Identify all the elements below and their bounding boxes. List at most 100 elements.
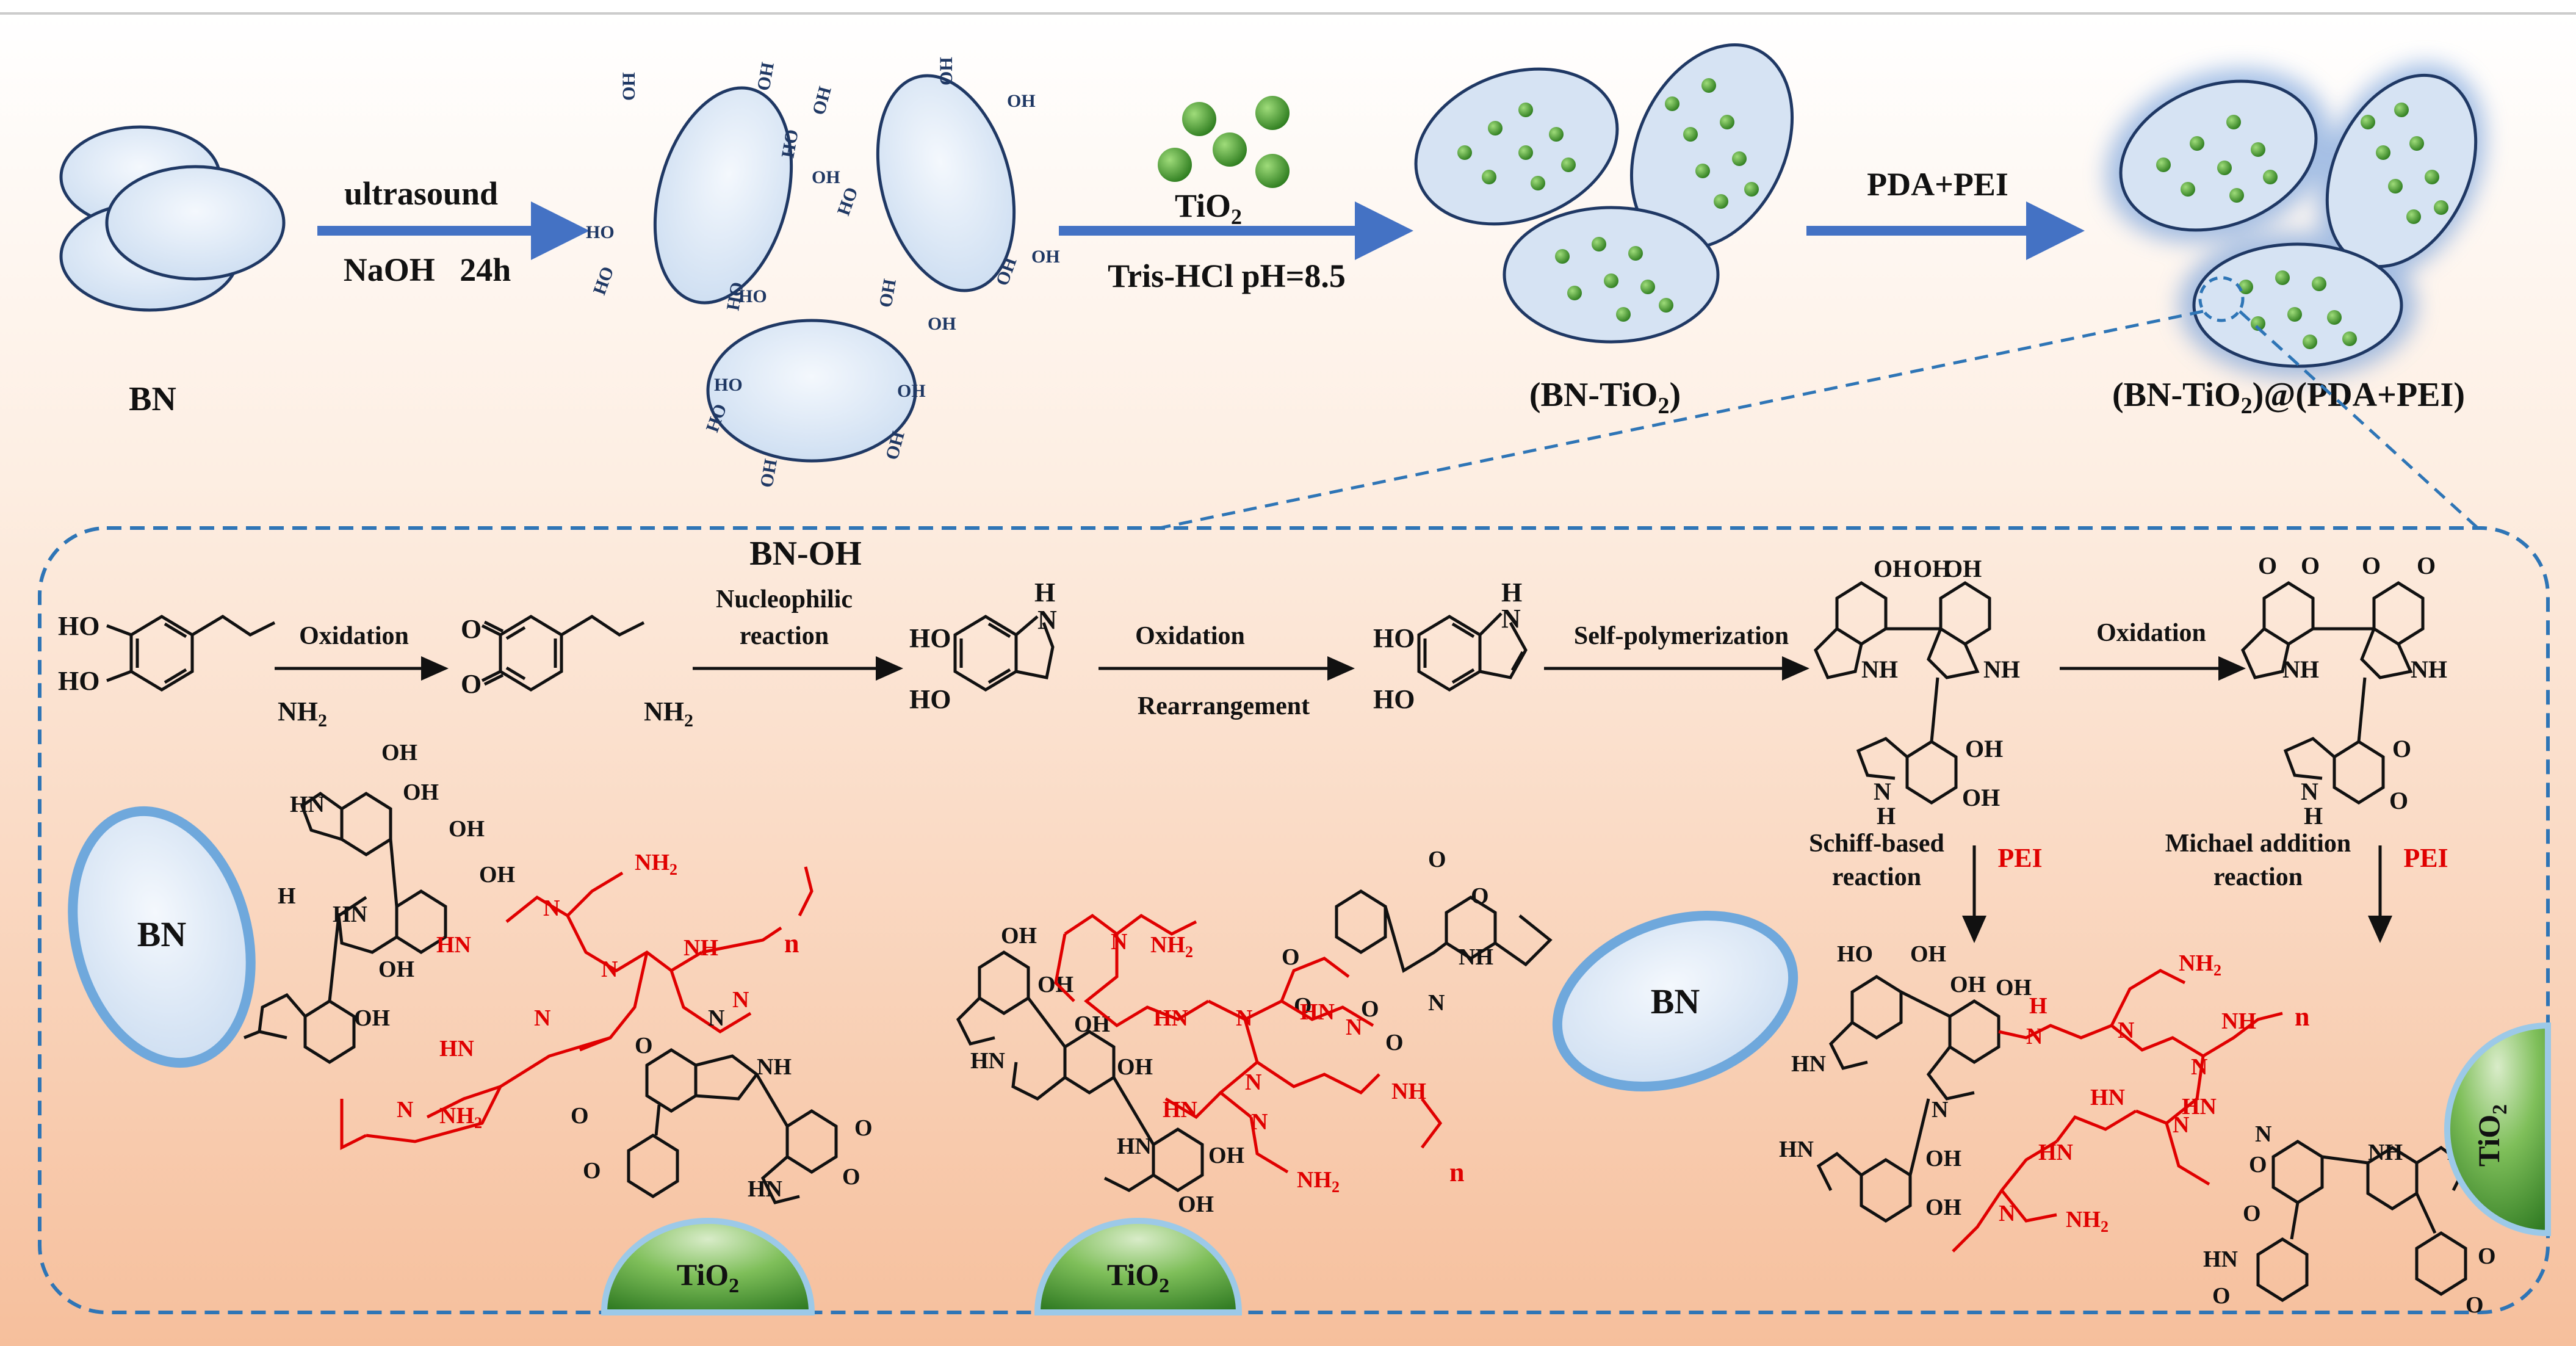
svg-text:OH: OH xyxy=(1874,555,1911,582)
svg-text:O: O xyxy=(635,1033,653,1058)
right-polymer-labels: HO OH OH OH HN N OH OH HN xyxy=(1779,941,2032,1220)
right-quinone-labels: N O O NH HN O H N O O xyxy=(2203,1115,2496,1318)
svg-text:O: O xyxy=(2478,1243,2496,1269)
svg-text:HN: HN xyxy=(2090,1085,2125,1110)
svg-text:HN: HN xyxy=(436,932,471,958)
bn-particle-left-label: BN xyxy=(137,914,187,954)
right-repeat-n: n xyxy=(2295,1002,2309,1032)
right-pei-chains xyxy=(1952,969,2283,1253)
svg-text:O: O xyxy=(2243,1201,2261,1226)
svg-text:N: N xyxy=(1999,1201,2015,1226)
pda-trimer-quinone-labels: O O O O NH NH O O N H xyxy=(2258,552,2447,830)
svg-text:OH: OH xyxy=(354,1005,390,1031)
svg-text:OH: OH xyxy=(1031,247,1060,267)
svg-text:O: O xyxy=(854,1115,873,1141)
svg-text:NH: NH xyxy=(1983,656,2020,683)
svg-text:N: N xyxy=(1251,1109,1268,1135)
svg-text:O: O xyxy=(461,669,482,699)
svg-text:HN: HN xyxy=(1153,1005,1188,1031)
svg-text:OH: OH xyxy=(1925,1146,1961,1171)
svg-text:NH2: NH2 xyxy=(644,697,693,731)
svg-text:N: N xyxy=(2118,1018,2134,1043)
svg-text:HO: HO xyxy=(1373,684,1415,714)
svg-text:NH: NH xyxy=(684,935,718,961)
svg-text:O: O xyxy=(842,1164,860,1190)
svg-text:O: O xyxy=(2249,1152,2267,1178)
svg-text:OH: OH xyxy=(875,278,900,309)
svg-text:OH: OH xyxy=(1001,923,1037,949)
step-oxidation-3: Oxidation xyxy=(2096,619,2206,647)
svg-text:N: N xyxy=(1346,1015,1362,1040)
svg-text:HO: HO xyxy=(1837,941,1873,967)
pda-trimer-hydroxyl-labels: OH OH OH NH NH OH OH N H xyxy=(1861,555,2020,830)
label-tris: Tris-HCl pH=8.5 xyxy=(1108,258,1346,294)
svg-text:O: O xyxy=(2301,552,2320,579)
svg-text:HN: HN xyxy=(1791,1051,1826,1077)
step-self-polymerization: Self-polymerization xyxy=(1574,622,1789,650)
svg-text:HO: HO xyxy=(58,611,99,641)
svg-text:O: O xyxy=(2392,735,2411,762)
svg-text:OH: OH xyxy=(897,381,926,401)
right-pei-labels: H N N NH2 NH N HN N HN N NH2 HN xyxy=(1999,950,2256,1236)
svg-text:HO: HO xyxy=(714,375,743,395)
right-polymer-structure xyxy=(1816,975,2001,1223)
svg-text:NH2: NH2 xyxy=(2179,950,2221,979)
svg-text:NH2: NH2 xyxy=(635,850,677,878)
svg-text:O: O xyxy=(1361,996,1379,1022)
svg-text:N: N xyxy=(397,1097,413,1123)
svg-text:HN: HN xyxy=(439,1036,474,1062)
svg-text:OH: OH xyxy=(1944,555,1982,582)
svg-text:O: O xyxy=(1282,944,1300,970)
svg-text:NH: NH xyxy=(2221,1008,2256,1034)
svg-text:H: H xyxy=(1877,802,1896,830)
svg-text:OH: OH xyxy=(1965,735,2003,762)
label-final-product: (BN-TiO2)@(PDA+PEI) xyxy=(2112,376,2465,419)
svg-text:H: H xyxy=(1034,577,1055,607)
label-bn-oh: BN-OH xyxy=(749,535,862,573)
svg-text:O: O xyxy=(1471,883,1489,909)
svg-text:HN: HN xyxy=(1163,1097,1197,1123)
tio2-particle-2-label: TiO2 xyxy=(1107,1257,1169,1297)
svg-text:HO: HO xyxy=(909,623,951,653)
svg-text:NH: NH xyxy=(1861,656,1898,683)
svg-text:OH: OH xyxy=(1913,555,1951,582)
left-quinone-labels: O N NH O O O O HN xyxy=(571,1005,873,1202)
svg-text:HN: HN xyxy=(290,792,325,817)
bn-tio2-dots xyxy=(1457,78,1759,322)
svg-text:OH: OH xyxy=(378,957,414,982)
svg-text:HN: HN xyxy=(2038,1140,2073,1165)
svg-text:N: N xyxy=(1501,604,1521,634)
svg-text:HN: HN xyxy=(2182,1094,2217,1120)
svg-text:O: O xyxy=(1385,1030,1404,1055)
svg-text:OH: OH xyxy=(619,72,639,101)
svg-text:O: O xyxy=(2389,787,2408,814)
mechanism-structures xyxy=(106,612,1528,692)
tio2-particle-3 xyxy=(2444,1022,2551,1237)
pda-trimer-quinone xyxy=(2241,581,2425,805)
svg-text:NH2: NH2 xyxy=(439,1103,482,1132)
tio2-particle-2 xyxy=(1034,1218,1243,1315)
svg-text:OH: OH xyxy=(1910,941,1946,967)
svg-text:OH: OH xyxy=(936,57,956,85)
svg-text:NH: NH xyxy=(2282,656,2319,683)
svg-text:N: N xyxy=(1037,605,1057,635)
middle-pei-chains xyxy=(1054,913,1443,1174)
svg-text:NH2: NH2 xyxy=(1150,932,1193,961)
step-oxidation-1: Oxidation xyxy=(299,622,409,650)
svg-text:OH: OH xyxy=(812,167,840,187)
svg-text:OH: OH xyxy=(928,314,956,334)
label-bn: BN xyxy=(129,380,176,418)
label-tio2-reagent: TiO2 xyxy=(1175,187,1242,229)
svg-text:HN: HN xyxy=(1117,1134,1152,1159)
mechanism-box xyxy=(38,526,2550,1314)
svg-text:OH: OH xyxy=(1007,91,1036,111)
svg-text:OH: OH xyxy=(1925,1195,1961,1220)
mechanism-arrows xyxy=(275,656,2392,943)
svg-text:O: O xyxy=(2258,552,2277,579)
svg-text:H: H xyxy=(1501,577,1522,607)
svg-text:N: N xyxy=(1111,929,1127,955)
svg-text:HN: HN xyxy=(1779,1137,1814,1162)
svg-text:NH: NH xyxy=(1391,1079,1426,1104)
zoom-line-left xyxy=(1159,309,2204,530)
